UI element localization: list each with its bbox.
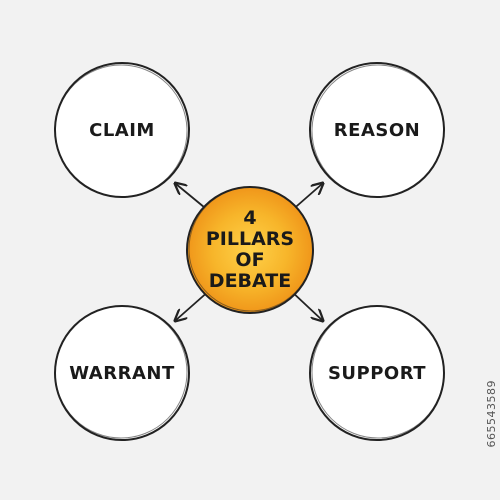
center-line-2: Pillars	[205, 228, 295, 250]
node-circle-support	[309, 305, 445, 441]
node-circle-warrant	[54, 305, 190, 441]
arrow-to-warrant	[176, 289, 211, 320]
center-line-1: 4	[243, 207, 257, 229]
node-label-warrant: Warrant	[69, 362, 175, 384]
center-circle	[186, 186, 314, 314]
center-title: 4 Pillars of Debate	[195, 195, 305, 305]
node-label-claim: Claim	[89, 119, 155, 141]
node-circle-reason	[309, 62, 445, 198]
node-circle-claim	[54, 62, 190, 198]
center-line-4: Debate	[208, 270, 292, 292]
center-line-3: of	[235, 249, 265, 271]
stock-image-id: 665543589	[485, 380, 498, 448]
node-label-reason: Reason	[333, 119, 421, 141]
node-label-support: Support	[327, 362, 427, 384]
